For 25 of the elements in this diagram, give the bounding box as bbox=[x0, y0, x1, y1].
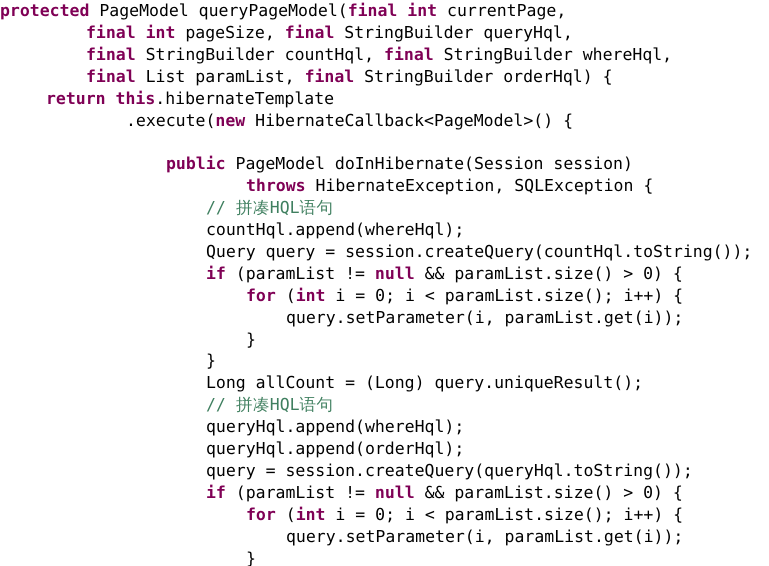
code-line: } bbox=[206, 351, 216, 372]
code-line: queryHql.append(orderHql); bbox=[206, 439, 464, 459]
code-line: if (paramList != null && paramList.size() > 0) { bbox=[206, 264, 683, 284]
code-line: final StringBuilder countHql, final StringBuilder whereHql, bbox=[86, 44, 672, 65]
code-line: query = session.createQuery(queryHql.toString()); bbox=[206, 460, 693, 481]
code-line: final int pageSize, final StringBuilder queryHql, bbox=[86, 22, 573, 43]
code-line: query.setParameter(i, paramList.get(i)); bbox=[286, 308, 684, 328]
code-line: for (int i = 0; i < paramList.size(); i++) { bbox=[246, 504, 684, 525]
code-line: for (int i = 0; i < paramList.size(); i++) { bbox=[246, 286, 684, 306]
code-line: Long allCount = (Long) query.uniqueResult(); bbox=[206, 373, 644, 394]
code-line: throws HibernateException, SQLException { bbox=[246, 176, 654, 196]
code-line: final List paramList, final StringBuilder orderHql) { bbox=[86, 66, 613, 87]
code-line: } bbox=[246, 548, 256, 566]
code-line: countHql.append(whereHql); bbox=[206, 220, 464, 240]
code-line: return this.hibernateTemplate bbox=[46, 88, 334, 109]
code-line: if (paramList != null && paramList.size() > 0) { bbox=[206, 482, 683, 503]
code-line: queryHql.append(whereHql); bbox=[206, 417, 464, 438]
code-line: } bbox=[246, 330, 256, 350]
code-line: Query query = session.createQuery(countHql.toString()); bbox=[206, 242, 752, 262]
code-line: protected PageModel queryPageModel(final int currentPage, bbox=[0, 1, 566, 21]
code-comment: // 拼凑HQL语句 bbox=[206, 198, 334, 218]
code-line: .execute(new HibernateCallback<PageModel>() { bbox=[126, 110, 574, 130]
code-line: query.setParameter(i, paramList.get(i)); bbox=[286, 526, 684, 547]
code-comment: // 拼凑HQL语句 bbox=[206, 395, 334, 416]
code-line: public PageModel doInHibernate(Session session) bbox=[166, 154, 633, 174]
